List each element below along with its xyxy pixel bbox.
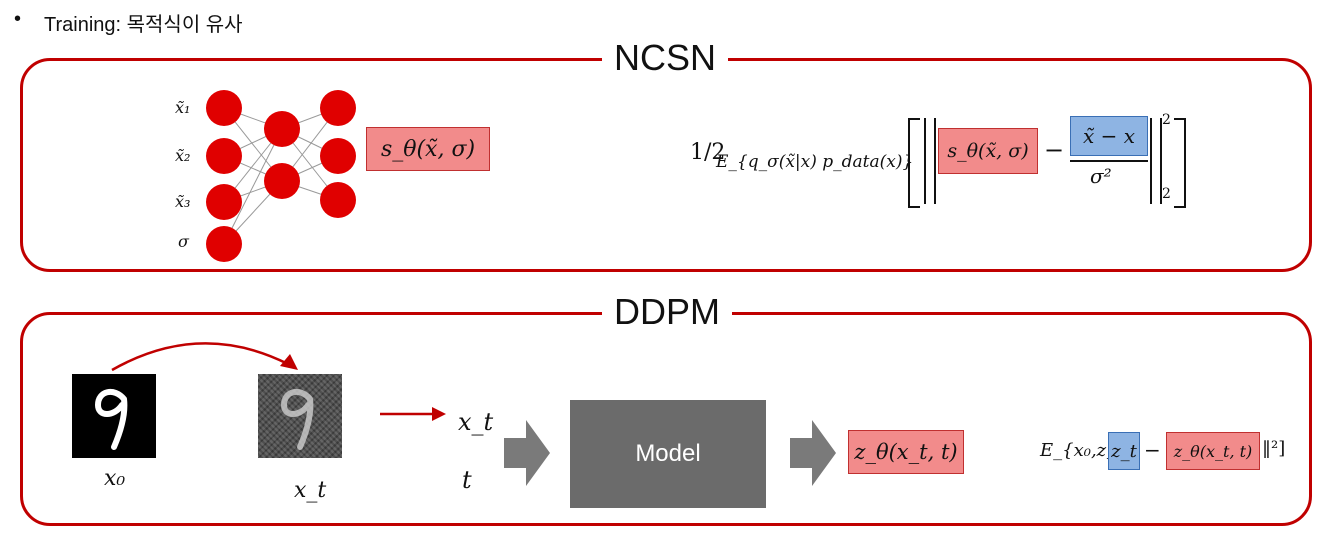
ncsn-score-box: s_θ(x̃, σ) xyxy=(938,128,1038,174)
ncsn-half: 1/2 xyxy=(690,140,726,165)
noisy-digit-image xyxy=(258,374,342,458)
hidden-node xyxy=(264,163,300,199)
ncsn-norm-subscript: 2 xyxy=(1162,186,1171,202)
score-output-box: s_θ(x̃, σ) xyxy=(366,127,490,171)
bullet-dot: • xyxy=(14,8,22,30)
model-label: Model xyxy=(635,440,701,467)
ncsn-score-label: s_θ(x̃, σ) xyxy=(947,140,1029,162)
ncsn-close-bracket xyxy=(1174,118,1186,208)
ncsn-minus: − xyxy=(1044,136,1065,164)
ddpm-minus: − xyxy=(1144,438,1161,462)
ncsn-fraction-bar xyxy=(1070,160,1148,162)
to-input-arrow xyxy=(380,407,446,421)
noise-prediction-label: z_θ(x_t, t) xyxy=(854,440,958,464)
ncsn-target-denominator: σ² xyxy=(1090,164,1112,188)
input-t: t xyxy=(462,466,472,494)
hidden-node xyxy=(264,111,300,147)
ncsn-target-numerator-box: x̃ − x xyxy=(1070,116,1148,156)
input-node xyxy=(206,226,242,262)
gray-arrow-into-model xyxy=(504,420,550,486)
input-label-x1: x̃₁ xyxy=(175,98,191,117)
input-label-x2: x̃₂ xyxy=(175,146,191,165)
ddpm-pred-box: z_θ(x_t, t) xyxy=(1166,432,1260,470)
noise-prediction-box: z_θ(x_t, t) xyxy=(848,430,964,474)
output-node xyxy=(320,138,356,174)
clean-digit-image xyxy=(72,374,156,458)
input-node xyxy=(206,184,242,220)
ncsn-norm-left xyxy=(924,118,936,204)
xt-label: x_t xyxy=(294,478,327,503)
ncsn-target-numerator: x̃ − x xyxy=(1082,124,1136,148)
ncsn-exponent: 2 xyxy=(1162,112,1171,128)
neural-network-diagram xyxy=(206,90,356,262)
forward-noise-arrow xyxy=(111,342,298,372)
input-node xyxy=(206,90,242,126)
ddpm-title: DDPM xyxy=(602,292,732,332)
ddpm-close: ‖²] xyxy=(1262,438,1286,459)
model-box: Model xyxy=(570,400,766,508)
gray-arrow-out-model xyxy=(790,420,836,486)
ncsn-open-bracket xyxy=(908,118,920,208)
ddpm-zt-label: z_t xyxy=(1111,440,1137,462)
ncsn-expectation: E_{q_σ(x̃|x) p_data(x)} xyxy=(716,152,914,172)
input-label-x3: x̃₃ xyxy=(175,192,191,211)
input-xt: x_t xyxy=(458,408,494,436)
input-label-sigma: σ xyxy=(178,232,189,251)
ddpm-zt-box: z_t xyxy=(1108,432,1140,470)
x0-label: x₀ xyxy=(104,466,126,491)
ncsn-norm-right xyxy=(1150,118,1162,204)
noisy-digit-nine-glyph xyxy=(280,388,314,450)
output-node xyxy=(320,90,356,126)
ncsn-title: NCSN xyxy=(602,38,729,78)
ddpm-pred-label: z_θ(x_t, t) xyxy=(1173,441,1253,461)
output-node xyxy=(320,182,356,218)
header-text: Training: 목적식이 유사 xyxy=(44,14,243,36)
digit-nine-glyph xyxy=(94,388,128,450)
input-node xyxy=(206,138,242,174)
score-output-label: s_θ(x̃, σ) xyxy=(380,136,476,162)
